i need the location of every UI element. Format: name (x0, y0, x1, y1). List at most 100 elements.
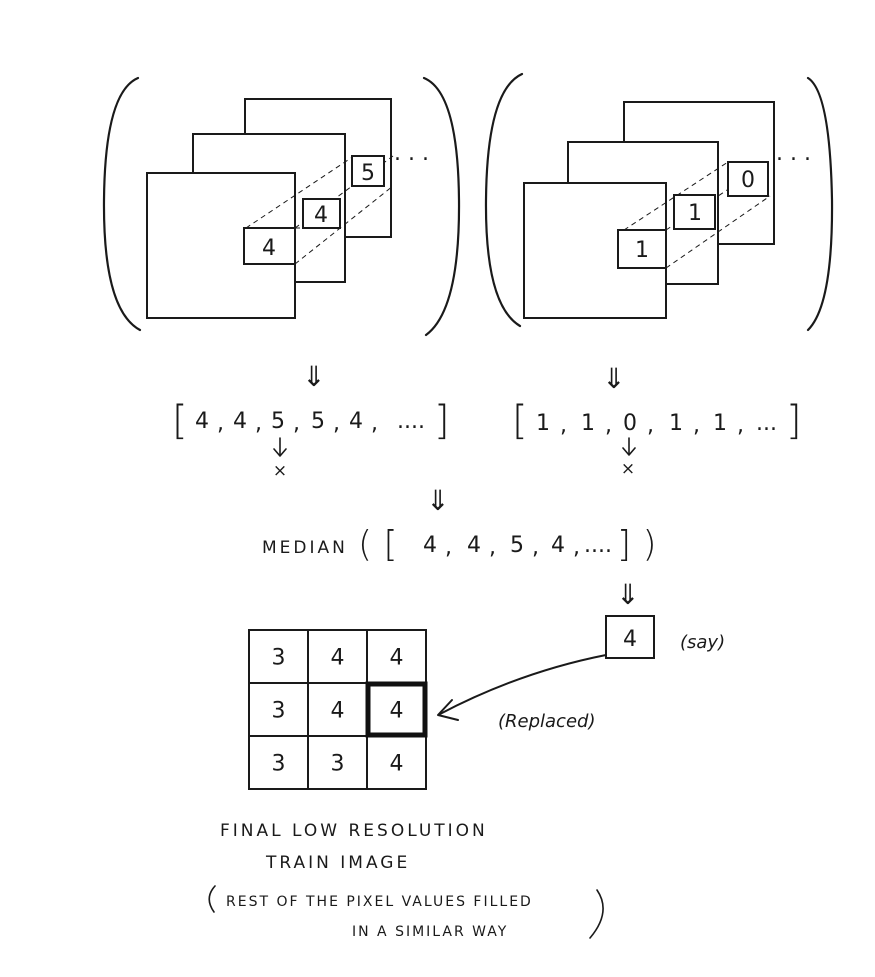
list-separator: , (217, 411, 224, 436)
down-arrow-head (622, 447, 636, 456)
left-projection-line (245, 155, 355, 229)
excluded-mark: × (273, 461, 287, 481)
left-flatten-arrow: ⇓ (302, 360, 325, 393)
left-pixel-list: [ 4 , 4 , 5 , 5 , 4 , .... ] (172, 398, 450, 444)
list-separator: , (532, 535, 539, 560)
list-item: 4 (233, 409, 247, 434)
grid-cell-value: 4 (390, 699, 404, 724)
grid-cell-value: 3 (272, 699, 286, 724)
left-projection-line (294, 185, 394, 265)
grid-cell (307, 735, 368, 790)
list-item: 0 (623, 411, 637, 436)
list-separator: , (371, 411, 378, 436)
grid-cell (248, 682, 309, 737)
list-item: 1 (713, 411, 727, 436)
median-item: 5 (510, 533, 524, 558)
list-item: 4 (195, 409, 209, 434)
list-separator: , (647, 413, 654, 438)
replaced-arrow (437, 654, 607, 721)
grid-cell-value: 3 (331, 752, 345, 777)
grid-cell-value: 4 (390, 646, 404, 671)
right-stack-open-paren (484, 72, 524, 328)
list-tail: .... (397, 409, 425, 434)
right-back-pixel-box (727, 161, 769, 197)
grid-cell (366, 629, 427, 684)
result-note: (say) (680, 632, 725, 653)
median-item: 4 (551, 533, 565, 558)
list-item: 1 (581, 411, 595, 436)
list-item: 5 (311, 409, 325, 434)
list-separator: , (489, 535, 496, 560)
right-frame-stack: 0 1 1 . . . (484, 72, 834, 332)
grid-cell-value: 3 (272, 646, 286, 671)
right-back-pixel-value: 0 (741, 168, 755, 193)
caption-line-1: FINAL LOW RESOLUTION (220, 821, 488, 841)
down-arrow-head (273, 448, 287, 457)
list-separator: , (445, 535, 452, 560)
grid-cell (307, 629, 368, 684)
grid-cell-value: 3 (272, 752, 286, 777)
list-item: 4 (349, 409, 363, 434)
grid-cell (366, 735, 427, 790)
left-frame-stack: 5 4 4 . . . (102, 76, 461, 337)
list-close-bracket: ] (786, 398, 802, 444)
list-separator: , (333, 411, 340, 436)
right-excluded-marker: × (621, 437, 636, 479)
median-item: 4 (423, 533, 437, 558)
left-stack-open-paren (102, 76, 142, 332)
caption-open-paren (208, 885, 216, 913)
list-separator: , (573, 535, 580, 560)
left-middle-pixel-box (302, 198, 341, 229)
median-close: ] ) (617, 524, 657, 565)
median-expression: MEDIAN ( [ 4 , 4 , 5 , 4 , .... ] ) (262, 524, 657, 565)
right-projection-line (623, 161, 729, 231)
right-stack-continuation: . . . (776, 141, 811, 166)
list-separator: , (293, 411, 300, 436)
list-open-bracket: [ (172, 398, 188, 444)
grid-cell (248, 735, 309, 790)
median-label: MEDIAN (262, 538, 348, 558)
list-close-bracket: ] (434, 398, 450, 444)
right-middle-pixel-box (673, 194, 716, 230)
replaced-label: (Replaced) (498, 711, 595, 732)
right-front-pixel-value: 1 (635, 238, 649, 263)
list-separator: , (693, 413, 700, 438)
right-projection-line (665, 195, 771, 269)
list-item: 5 (271, 409, 285, 434)
excluded-mark: × (621, 459, 635, 479)
right-flatten-arrow: ⇓ (602, 362, 625, 395)
caption-close-paren (589, 889, 604, 939)
list-separator: , (255, 411, 262, 436)
left-back-pixel-box (351, 155, 385, 187)
caption-line-2: TRAIN IMAGE (265, 853, 410, 873)
right-middle-pixel-value: 1 (688, 201, 702, 226)
left-back-pixel-value: 5 (361, 161, 375, 186)
list-item: 1 (669, 411, 683, 436)
left-stack-close-paren (422, 76, 461, 337)
result-value-box (605, 615, 655, 659)
list-open-bracket: [ (512, 398, 528, 444)
list-separator: , (605, 413, 612, 438)
list-tail: ... (756, 411, 777, 436)
left-front-pixel-value: 4 (262, 236, 276, 261)
arrow-left-icon (437, 699, 459, 721)
grid-cell (307, 682, 368, 737)
grid-cell-value: 4 (331, 646, 345, 671)
result-value: 4 (623, 627, 637, 652)
grid-cell (248, 629, 309, 684)
right-pixel-list: [ 1 , 1 , 0 , 1 , 1 , ... ] (512, 398, 802, 444)
left-front-pixel-box (243, 227, 296, 265)
grid-cell-value: 4 (390, 752, 404, 777)
median-tail: .... (584, 533, 612, 558)
list-separator: , (737, 413, 744, 438)
median-item: 4 (467, 533, 481, 558)
replaced-arrow-line (439, 654, 607, 715)
replaced-cell-highlight (365, 681, 428, 738)
left-middle-pixel-value: 4 (314, 203, 328, 228)
left-excluded-marker: × (273, 437, 287, 481)
caption-note-line-2: IN A SIMILAR WAY (352, 924, 508, 940)
left-stack-continuation: . . . (394, 141, 429, 166)
right-stack-close-paren (806, 76, 834, 332)
